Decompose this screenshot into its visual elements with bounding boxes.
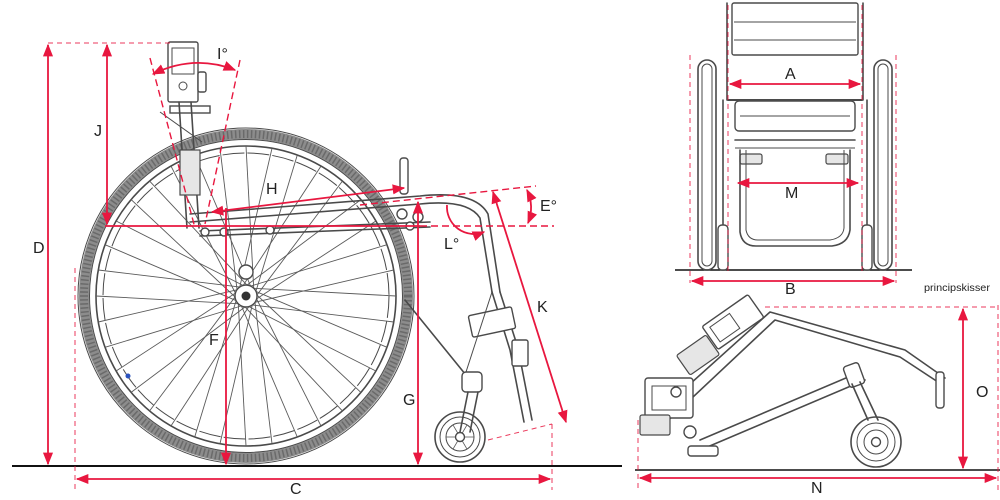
folded-view: O N xyxy=(635,294,1000,497)
spoke xyxy=(254,300,273,444)
front-view: A M B principskisser xyxy=(675,2,991,298)
spoke xyxy=(104,244,238,302)
label-G: G xyxy=(403,392,415,409)
label-L: L° xyxy=(444,236,459,253)
spoke xyxy=(104,305,243,348)
dimension-I-arc xyxy=(151,61,237,75)
spoke xyxy=(194,299,237,438)
spoke xyxy=(254,290,388,348)
folded-caster xyxy=(850,416,902,468)
spoke xyxy=(98,288,239,323)
label-J: J xyxy=(94,123,102,140)
folded-dimensions xyxy=(637,305,999,490)
caption: principskisser xyxy=(924,282,991,294)
spoke xyxy=(219,303,254,444)
spoke xyxy=(240,304,298,438)
side-dimensions xyxy=(42,42,568,490)
dimension-L-arc xyxy=(446,204,486,241)
front-backrest xyxy=(726,2,864,101)
seat-angle-line xyxy=(359,185,537,206)
spoke xyxy=(247,305,377,372)
spoke xyxy=(243,305,343,412)
backrest-angle-line-left xyxy=(149,57,196,229)
spoke xyxy=(255,220,377,301)
dimension-H xyxy=(210,184,406,216)
spoke xyxy=(461,440,468,450)
spoke xyxy=(452,440,459,450)
spoke xyxy=(255,180,343,297)
folded-frame xyxy=(639,294,946,457)
label-H: H xyxy=(266,181,278,198)
spoke xyxy=(255,293,362,393)
label-B: B xyxy=(785,281,796,298)
spoke xyxy=(253,269,394,304)
spoke xyxy=(95,295,240,305)
spoke xyxy=(255,154,298,293)
front-frame xyxy=(717,99,873,271)
label-F: F xyxy=(209,332,219,349)
rear-wheel xyxy=(77,127,415,465)
spoke xyxy=(461,424,468,434)
spoke xyxy=(98,269,242,288)
label-N: N xyxy=(811,480,823,497)
label-E: E° xyxy=(540,198,557,215)
spoke xyxy=(115,220,245,287)
spoke xyxy=(149,295,237,412)
label-I: I° xyxy=(217,46,228,63)
backrest-angle-line-right xyxy=(204,59,241,225)
front-dimensions xyxy=(689,5,897,287)
folded-push-handle xyxy=(702,294,764,350)
spoke xyxy=(452,424,459,434)
spoke xyxy=(149,180,249,287)
footrest-block xyxy=(467,306,517,338)
label-O: O xyxy=(976,384,988,401)
spoke xyxy=(194,154,252,288)
label-K: K xyxy=(537,299,548,316)
spoke xyxy=(250,304,394,323)
label-M: M xyxy=(785,185,798,202)
side-view: D J I° H E° L° F G K C xyxy=(12,41,622,498)
front-wheels xyxy=(697,59,893,271)
spoke xyxy=(255,297,322,427)
label-D: D xyxy=(33,240,45,257)
front-caster xyxy=(434,411,486,463)
spoke xyxy=(130,199,237,299)
label-C: C xyxy=(290,481,302,498)
spoke xyxy=(249,244,388,287)
spoke xyxy=(170,305,251,427)
dimension-E-arc xyxy=(526,188,538,225)
spoke xyxy=(237,302,247,447)
dimension-K xyxy=(491,190,568,424)
spoke xyxy=(252,287,397,297)
caster-spokes xyxy=(446,424,474,450)
label-A: A xyxy=(785,66,796,83)
spoke xyxy=(130,305,247,393)
spoke xyxy=(115,291,237,372)
